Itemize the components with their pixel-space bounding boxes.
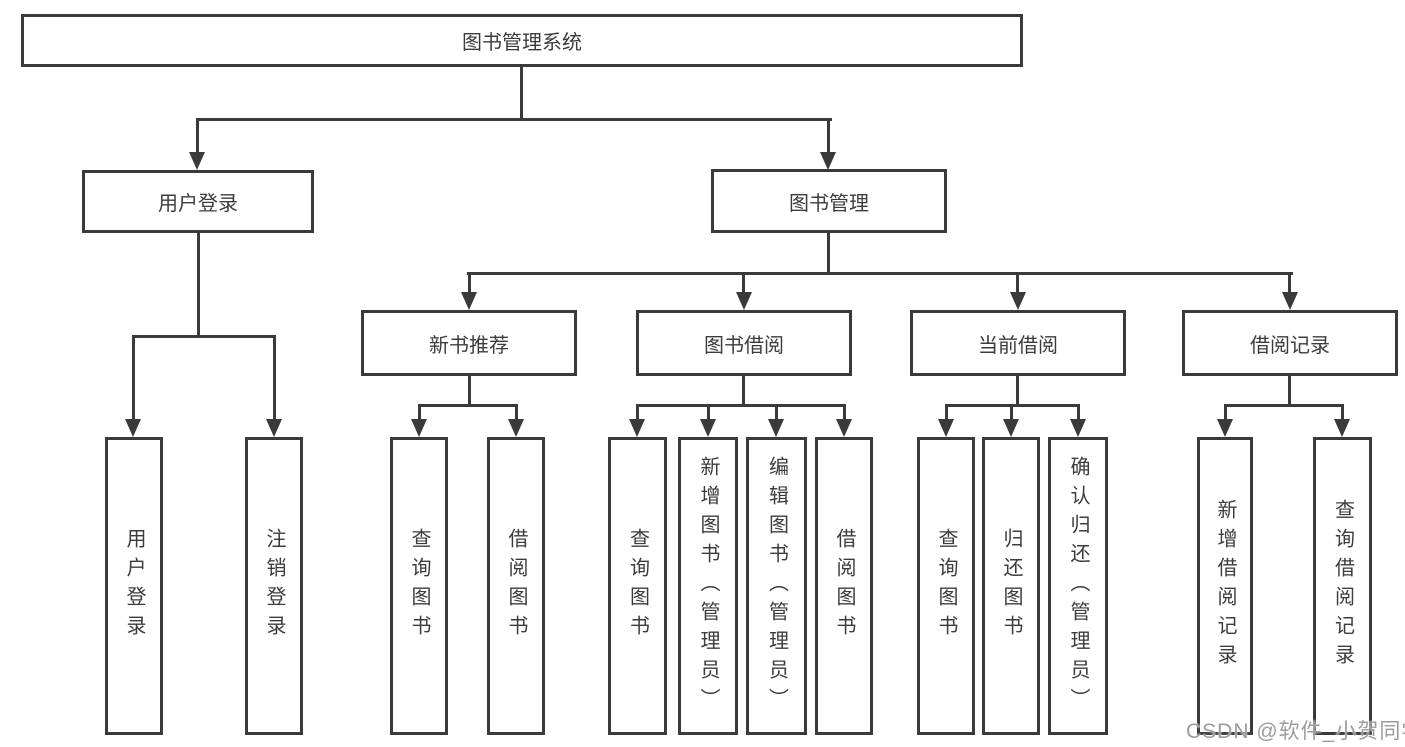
leaf-return-book: 归还图书 (982, 437, 1040, 735)
arrow-down-icon (189, 152, 205, 170)
connector-drop-leaf (132, 335, 135, 421)
arrow-down-icon (1217, 419, 1233, 437)
connector-drop-leaf (1224, 404, 1227, 421)
connector-level1-bus (196, 118, 832, 121)
connector-drop-leaf (515, 404, 518, 421)
connector-drop-leaf (636, 404, 639, 421)
arrow-down-icon (938, 419, 954, 437)
leaf-label: 新增图书（管理员） (697, 455, 719, 717)
connector-drop-leaf (418, 404, 421, 421)
connector-level2-bus (467, 272, 1293, 275)
leaf-label: 编辑图书（管理员） (765, 455, 788, 717)
arrow-down-icon (1334, 419, 1350, 437)
leaf-label: 查询图书 (408, 528, 430, 644)
connector-group-trunk (742, 376, 745, 406)
arrow-down-icon (768, 419, 784, 437)
leaf-label: 借阅图书 (833, 528, 855, 644)
node-root-library-system: 图书管理系统 (21, 14, 1023, 67)
arrow-down-icon (700, 419, 716, 437)
connector-group-trunk (468, 376, 471, 406)
leaf-label: 注销登录 (263, 528, 285, 644)
leaf-add-borrow-record: 新增借阅记录 (1197, 437, 1253, 735)
leaf-add-book-admin: 新增图书（管理员） (678, 437, 738, 735)
csdn-watermark: CSDN @软件_小贺同学 (1186, 720, 1405, 743)
connector-book-mgmt-trunk (827, 233, 830, 275)
connector-drop-leaf (273, 335, 276, 421)
connector-group-trunk (1288, 376, 1291, 406)
connector-group-trunk (1016, 376, 1019, 406)
node-current-borrow-label: 当前借阅 (978, 334, 1058, 357)
connector-drop-records (1288, 272, 1291, 294)
connector-user-login-trunk (197, 233, 200, 338)
leaf-borrow-book: 借阅图书 (815, 437, 873, 735)
leaf-label: 查询图书 (935, 528, 957, 644)
node-book-management: 图书管理 (711, 169, 947, 233)
arrow-down-icon (836, 419, 852, 437)
node-book-borrow: 图书借阅 (636, 310, 852, 376)
arrow-down-icon (125, 419, 141, 437)
connector-drop-leaf (1341, 404, 1344, 421)
node-current-borrow: 当前借阅 (910, 310, 1126, 376)
arrow-down-icon (461, 292, 477, 310)
connector-group-bus (1224, 404, 1344, 407)
node-user-login-label: 用户登录 (158, 193, 238, 215)
arrow-down-icon (736, 292, 752, 310)
connector-drop-leaf (1077, 404, 1080, 421)
arrow-down-icon (266, 419, 282, 437)
node-borrow-records: 借阅记录 (1182, 310, 1398, 376)
connector-group-bus (418, 404, 518, 407)
leaf-borrow-books-recommend: 借阅图书 (487, 437, 545, 735)
node-book-management-label: 图书管理 (789, 192, 869, 215)
leaf-confirm-return-admin: 确认归还（管理员） (1048, 437, 1108, 735)
connector-drop-leaf (775, 404, 778, 421)
leaf-query-books-current: 查询图书 (917, 437, 975, 735)
node-root-label: 图书管理系统 (462, 32, 582, 54)
leaf-label: 借阅图书 (505, 528, 527, 644)
leaf-label: 用户登录 (123, 528, 145, 644)
connector-drop-leaf (1010, 404, 1013, 421)
leaf-edit-book-admin: 编辑图书（管理员） (746, 437, 807, 735)
arrow-down-icon (629, 419, 645, 437)
connector-drop-leaf (945, 404, 948, 421)
leaf-query-books-borrow: 查询图书 (608, 437, 667, 735)
node-new-book-recommend-label: 新书推荐 (429, 334, 509, 357)
connector-drop-new-book (468, 272, 471, 294)
leaf-query-borrow-record: 查询借阅记录 (1313, 437, 1372, 735)
arrow-down-icon (508, 419, 524, 437)
leaf-label: 查询图书 (626, 528, 649, 644)
arrow-down-icon (1010, 292, 1026, 310)
connector-drop-book-mgmt (827, 118, 830, 154)
connector-drop-user-login (196, 118, 199, 154)
node-book-borrow-label: 图书借阅 (704, 334, 784, 357)
leaf-label: 归还图书 (1000, 528, 1022, 644)
connector-drop-borrow (742, 272, 745, 294)
connector-user-login-bus (132, 335, 276, 338)
arrow-down-icon (820, 152, 836, 170)
connector-drop-leaf (707, 404, 710, 421)
connector-drop-leaf (843, 404, 846, 421)
node-user-login: 用户登录 (82, 170, 314, 233)
leaf-user-login: 用户登录 (105, 437, 163, 735)
leaf-label: 确认归还（管理员） (1067, 455, 1089, 717)
connector-group-bus (636, 404, 846, 407)
arrow-down-icon (1282, 292, 1298, 310)
node-borrow-records-label: 借阅记录 (1250, 334, 1330, 357)
node-new-book-recommend: 新书推荐 (361, 310, 577, 376)
arrow-down-icon (1070, 419, 1086, 437)
leaf-query-books-recommend: 查询图书 (390, 437, 448, 735)
arrow-down-icon (411, 419, 427, 437)
leaf-label: 新增借阅记录 (1214, 499, 1236, 673)
arrow-down-icon (1003, 419, 1019, 437)
connector-drop-current (1016, 272, 1019, 294)
leaf-label: 查询借阅记录 (1331, 499, 1354, 673)
connector-root-trunk (520, 67, 523, 118)
leaf-logout: 注销登录 (245, 437, 303, 735)
